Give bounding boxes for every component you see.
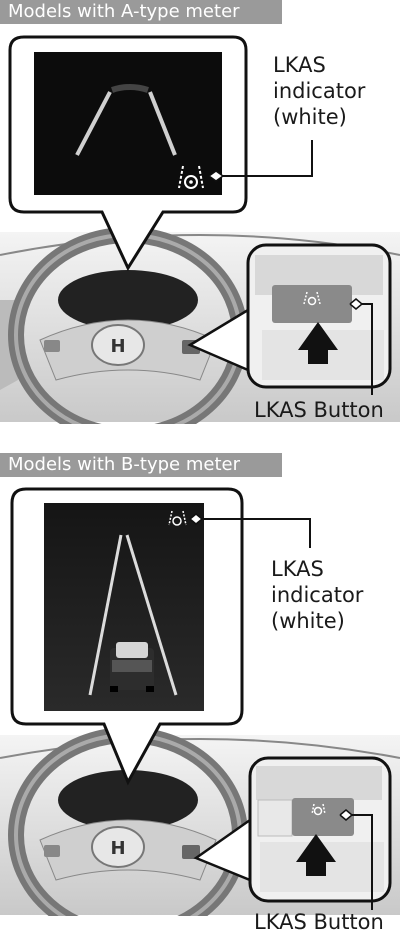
section-a-illustration: H (0, 35, 400, 424)
section-b-header: Models with B-type meter (0, 453, 282, 477)
lkas-indicator-icon-a (178, 165, 204, 189)
lkas-button-label-b: LKAS Button (254, 910, 384, 934)
meter-bubble-a (8, 35, 248, 272)
meter-bubble-b (10, 487, 244, 786)
lkas-button-label-a: LKAS Button (254, 398, 384, 422)
lkas-indicator-label-a: LKAS indicator (white) (273, 53, 366, 129)
button-inset-a (187, 243, 392, 389)
svg-text:H: H (110, 336, 125, 357)
button-inset-b (193, 756, 392, 903)
lkas-indicator-label-b: LKAS indicator (white) (271, 557, 364, 633)
section-a-header: Models with A-type meter (0, 0, 282, 24)
car-shape (110, 642, 154, 692)
svg-text:H: H (110, 838, 125, 859)
lkas-indicator-icon-b (168, 510, 187, 526)
section-b-illustration: H (0, 487, 400, 916)
